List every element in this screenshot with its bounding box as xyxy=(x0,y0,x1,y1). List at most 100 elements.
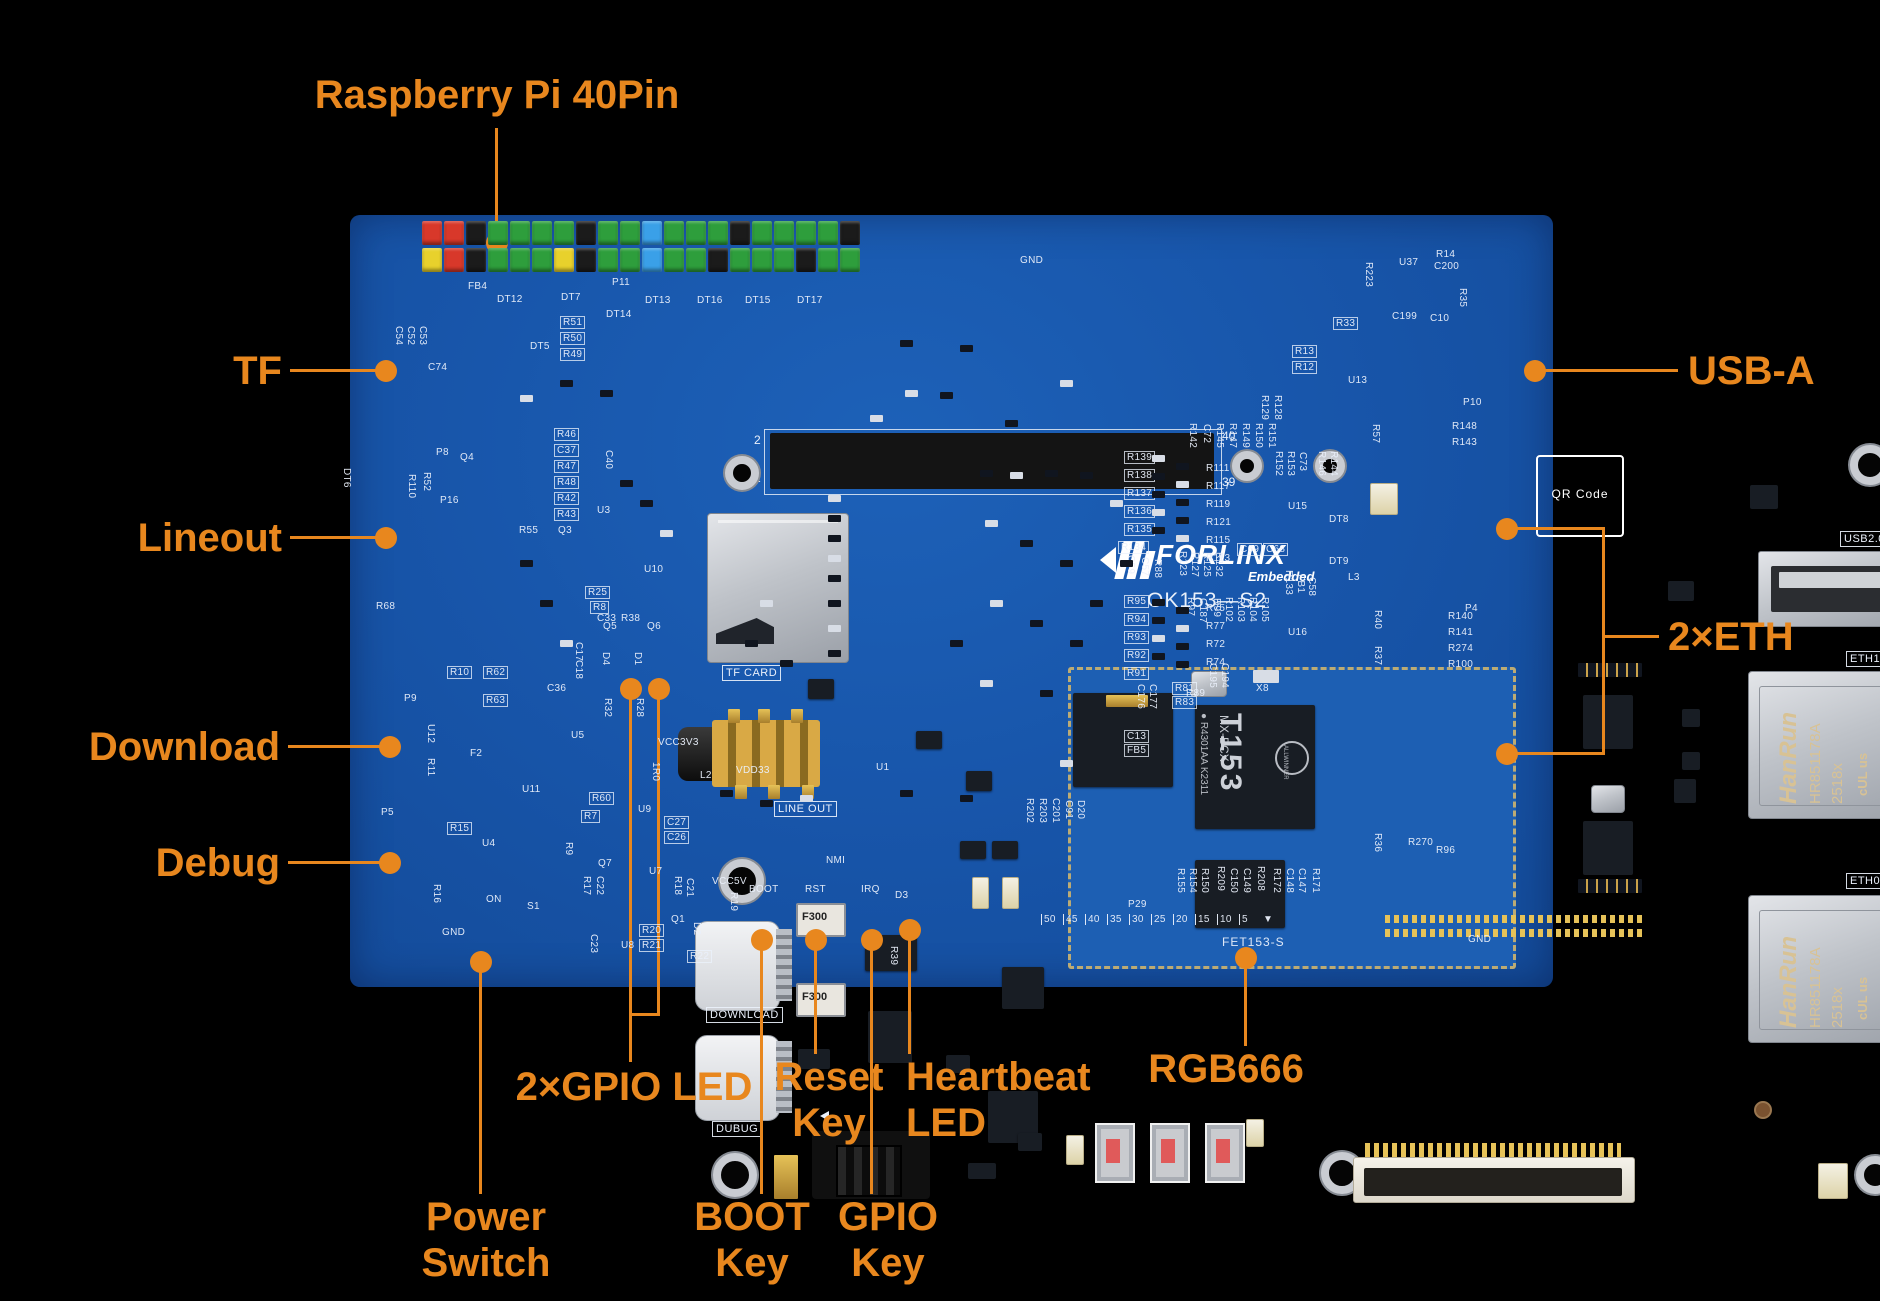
header-jumper-black xyxy=(466,221,486,245)
callout-dot-power-switch xyxy=(470,951,492,973)
transistor-q4 xyxy=(808,679,834,699)
callout-gpio-key-line1: GPIO xyxy=(837,1195,939,1239)
callout-dot-heartbeat xyxy=(899,919,921,941)
passive-component xyxy=(950,640,963,647)
silkscreen-label: FB4 xyxy=(468,281,488,292)
passive-component xyxy=(1176,481,1189,488)
pin-label-40: 40 xyxy=(1222,429,1236,443)
passive-component xyxy=(640,500,653,507)
silkscreen-label: R19 xyxy=(728,892,739,912)
silkscreen-label: U3 xyxy=(597,505,611,516)
mounting-hole xyxy=(720,859,764,903)
silkscreen-label: R89 xyxy=(1186,688,1206,699)
passive-component xyxy=(1060,560,1073,567)
ic-dt8 xyxy=(1682,709,1700,727)
silkscreen-label: GND xyxy=(442,927,466,938)
silkscreen-label: DT8 xyxy=(1329,514,1349,525)
callout-power-line2: Switch xyxy=(421,1241,551,1285)
silkscreen-label: P11 xyxy=(612,277,630,288)
eth-jack-cert: cUL us xyxy=(1855,752,1870,796)
header-jumper-black xyxy=(730,221,750,245)
forlinx-logo-icon xyxy=(1100,541,1156,579)
passive-component xyxy=(828,600,841,607)
silkscreen-label: R121 xyxy=(1206,517,1232,528)
callout-line-gpio-led xyxy=(629,694,632,1062)
silkscreen-label: 1R0 xyxy=(650,762,661,782)
silkscreen-label: U5 xyxy=(571,730,585,741)
callout-line-gpio-led xyxy=(629,1013,660,1016)
silkscreen-label: C149 xyxy=(1241,868,1252,894)
callout-line-lineout xyxy=(290,536,377,539)
silkscreen-label: C27 xyxy=(664,816,690,829)
download-silkscreen: DOWNLOAD xyxy=(706,1007,783,1023)
header-jumper-green xyxy=(708,221,728,245)
silkscreen-label: R25 xyxy=(585,586,611,599)
silkscreen-label: C147 xyxy=(1296,868,1307,894)
soc-chip: ● R4301AA K2311 MX-BCX T153 ALLWINNER xyxy=(1195,705,1315,829)
silkscreen-label: FB5 xyxy=(1124,744,1150,757)
silkscreen-label: R153 xyxy=(1285,451,1296,477)
callout-dot-lineout xyxy=(375,527,397,549)
silkscreen-label: C200 xyxy=(1434,261,1460,272)
rgb666-pin-mark: 45 xyxy=(1063,914,1078,925)
callout-dot-rgb666 xyxy=(1235,947,1257,969)
silkscreen-label: DT14 xyxy=(606,309,632,320)
transistor-q3 xyxy=(916,731,942,749)
gnd-led-top xyxy=(1370,483,1398,515)
debug-usbc-connector xyxy=(695,1035,780,1121)
header-jumper-black xyxy=(840,221,860,245)
silkscreen-label: DT7 xyxy=(561,292,581,303)
callout-line-download xyxy=(288,745,381,748)
inductor-l2 xyxy=(1002,967,1044,1009)
silkscreen-label: R115 xyxy=(1206,535,1231,546)
passive-component xyxy=(745,640,758,647)
callout-label-raspberry: Raspberry Pi 40Pin xyxy=(314,73,680,117)
silkscreen-label: U8 xyxy=(621,940,635,951)
silkscreen-label: S1 xyxy=(527,901,540,912)
silkscreen-label: C187 xyxy=(1197,598,1208,624)
callout-dot-download xyxy=(379,736,401,758)
silkscreen-label: U37 xyxy=(1399,257,1419,268)
silkscreen-label: R8 xyxy=(590,601,610,614)
header-jumper-green xyxy=(510,221,530,245)
callout-dot-gpio-led xyxy=(620,678,642,700)
som-component xyxy=(1253,670,1279,683)
silkscreen-label: R91 xyxy=(1124,667,1150,680)
header-jumper-green xyxy=(510,248,530,272)
passive-component xyxy=(985,520,998,527)
silkscreen-label: R96 xyxy=(1436,845,1456,856)
passive-component xyxy=(828,515,841,522)
silkscreen-label: R46 xyxy=(554,428,580,441)
silkscreen-label: R125 xyxy=(1201,552,1212,578)
callout-dot-boot-key xyxy=(751,929,773,951)
silkscreen-label: GND xyxy=(1020,255,1044,266)
silkscreen-label: R77 xyxy=(1206,621,1226,632)
silkscreen-label: R140 xyxy=(1448,611,1474,622)
header-jumper-green xyxy=(774,248,794,272)
mounting-hole xyxy=(1850,445,1880,485)
callout-line-eth xyxy=(1602,527,1605,755)
silkscreen-label: Q5 xyxy=(603,621,617,632)
callout-line-eth xyxy=(1605,635,1659,638)
silkscreen-label: C21 xyxy=(684,878,695,898)
silkscreen-label: P8 xyxy=(436,447,449,458)
eth0-connector: HanRun HR851178A 2518x cUL us xyxy=(1748,895,1880,1043)
silkscreen-label: R17 xyxy=(581,876,592,896)
rgb666-pin-mark: 30 xyxy=(1129,914,1144,925)
silkscreen-label: D4 xyxy=(600,652,611,666)
header-jumper-green xyxy=(818,248,838,272)
silkscreen-label: Q1 xyxy=(671,914,685,925)
silkscreen-label: R57 xyxy=(1370,424,1381,444)
eth1-connector: HanRun HR851178A 2518x cUL us xyxy=(1748,671,1880,819)
header-jumper-green xyxy=(532,248,552,272)
eth-jack-date: 2518x xyxy=(1829,987,1846,1028)
silkscreen-label: R49 xyxy=(560,348,586,361)
silkscreen-label: C52 xyxy=(405,326,416,346)
passive-component xyxy=(1176,625,1189,632)
silkscreen-label: C195 xyxy=(1207,663,1218,689)
silkscreen-label: R99 xyxy=(1211,598,1222,618)
usb20-silkscreen: USB2.0 xyxy=(1840,531,1880,547)
passive-component xyxy=(720,790,733,797)
silkscreen-label: C40 xyxy=(603,450,614,470)
callout-line-gpio-key xyxy=(870,948,873,1194)
